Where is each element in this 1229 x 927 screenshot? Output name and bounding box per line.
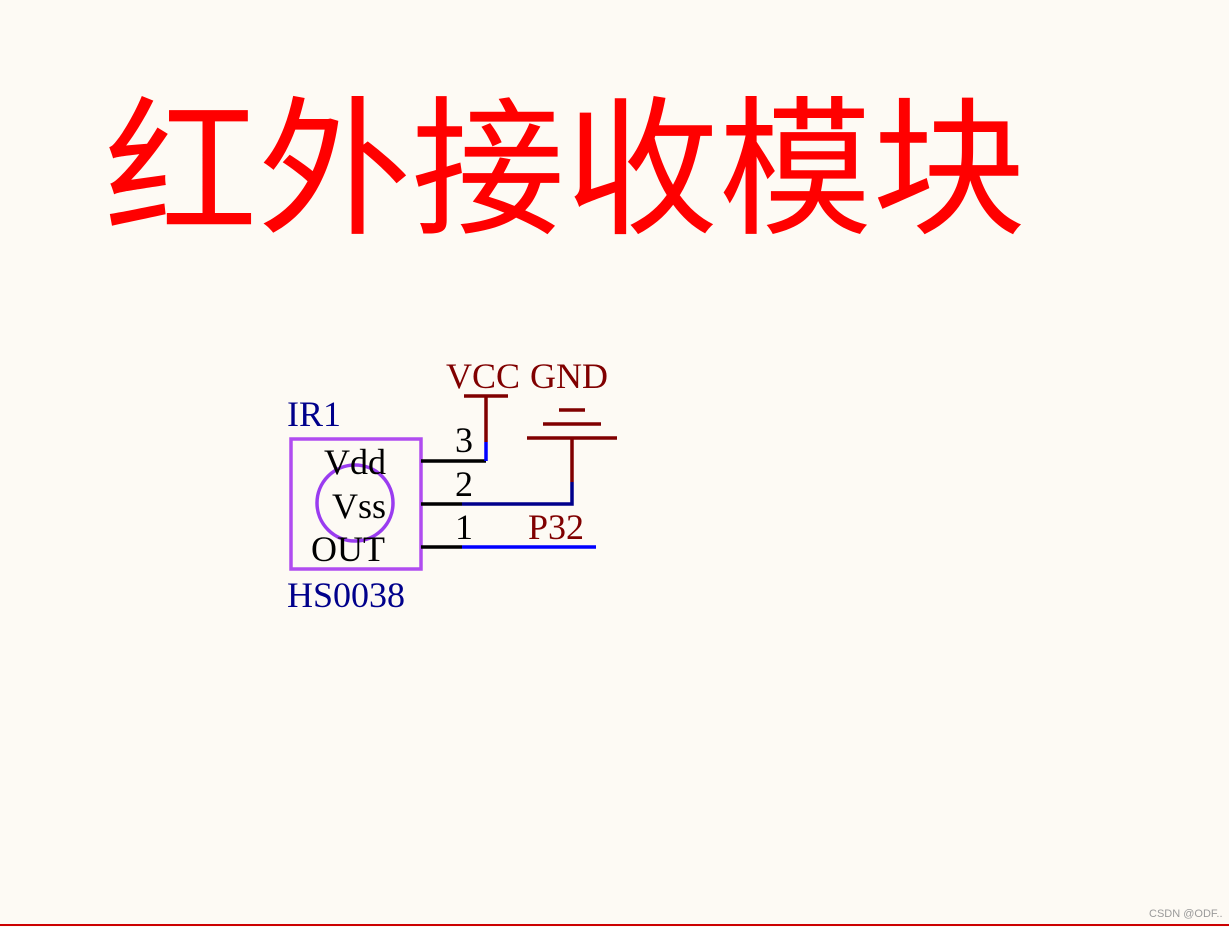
net-label-p32: P32 — [528, 507, 584, 547]
pin-name-out: OUT — [311, 529, 385, 569]
wire-gnd — [462, 482, 574, 506]
vcc-label: VCC — [446, 356, 520, 396]
pin-name-vdd: Vdd — [324, 442, 386, 482]
gnd-label: GND — [530, 356, 608, 396]
ground-icon — [527, 408, 617, 482]
pin-number-1: 1 — [455, 507, 473, 547]
component-designator: IR1 — [287, 394, 341, 434]
watermark: CSDN @ODF.. — [1149, 908, 1223, 920]
pin-name-vss: Vss — [332, 486, 386, 526]
page-title: 红外接收模块 — [104, 84, 1026, 258]
pin-number-3: 3 — [455, 420, 473, 460]
pin-number-2: 2 — [455, 464, 473, 504]
component-part-number: HS0038 — [287, 575, 405, 615]
receiver-lens-icon — [315, 463, 395, 543]
